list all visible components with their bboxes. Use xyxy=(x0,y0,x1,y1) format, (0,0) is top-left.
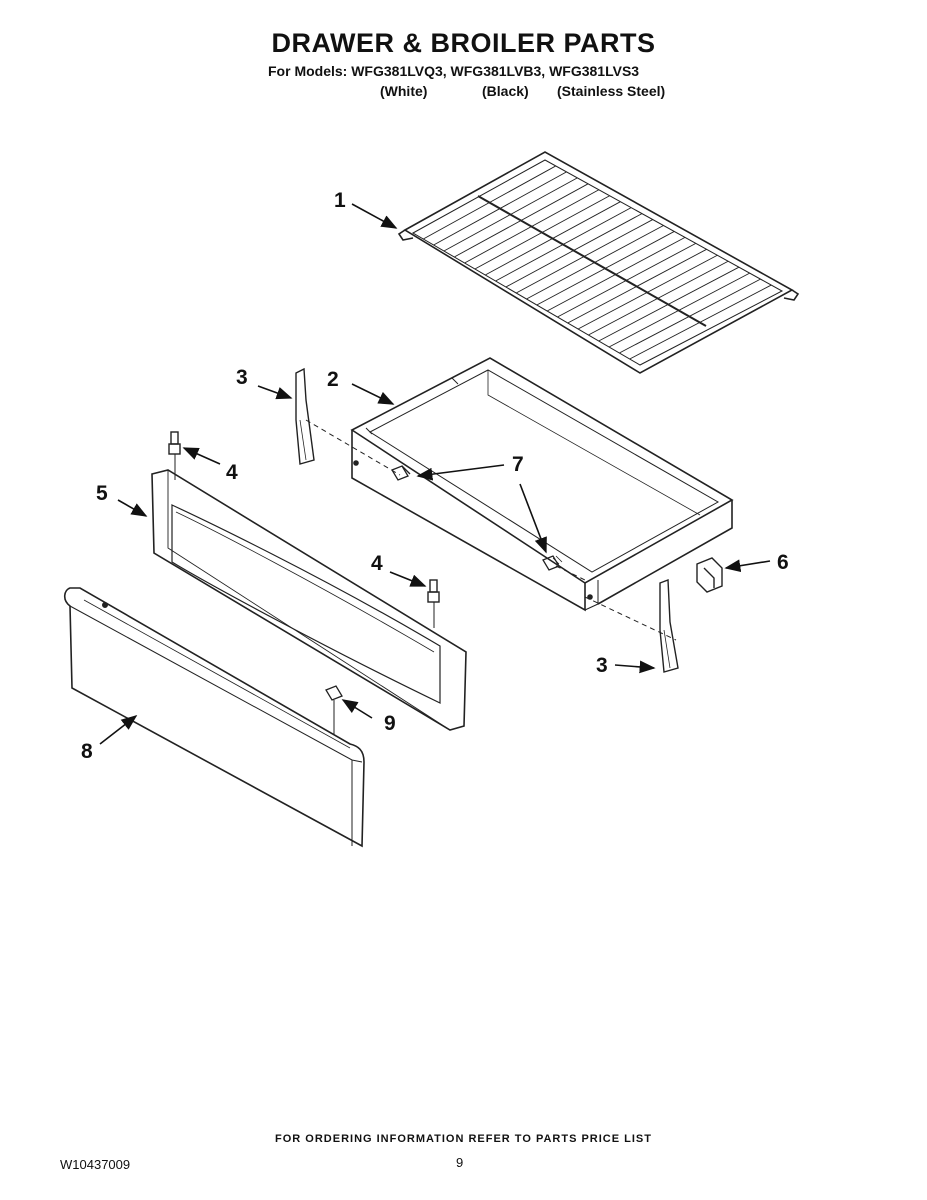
callout-7: 7 xyxy=(512,453,524,476)
callout-4-upper: 4 xyxy=(226,461,238,484)
callout-5: 5 xyxy=(96,482,108,505)
rack-wire xyxy=(557,242,697,318)
rack-wire xyxy=(629,284,772,360)
callout-1: 1 xyxy=(334,189,346,212)
rack-wire xyxy=(598,266,740,342)
rack-wire xyxy=(485,201,621,276)
callout-4-lower: 4 xyxy=(371,552,383,575)
stud-upper xyxy=(168,431,181,480)
rack-wire xyxy=(474,195,610,270)
ordering-note: FOR ORDERING INFORMATION REFER TO PARTS … xyxy=(275,1133,652,1145)
rack-wire xyxy=(515,219,653,294)
models-line: For Models: WFG381LVQ3, WFG381LVB3, WFG3… xyxy=(268,63,640,79)
rack-wire xyxy=(433,171,567,246)
drawer-panel xyxy=(63,587,365,848)
variant-stainless: (Stainless Steel) xyxy=(557,83,666,99)
callout-2: 2 xyxy=(327,368,339,391)
callout-9: 9 xyxy=(384,712,396,735)
panel-screw xyxy=(325,685,343,734)
variant-black: (Black) xyxy=(482,83,529,99)
rack-wire xyxy=(526,225,664,300)
rack-wire xyxy=(546,237,686,312)
rack-wire xyxy=(495,207,632,282)
rack-wire xyxy=(505,213,643,288)
drawer-slide-left xyxy=(295,367,315,465)
oven-rack xyxy=(397,151,800,374)
rack-wire xyxy=(619,278,761,354)
stud-lower xyxy=(427,579,440,628)
screw-lower xyxy=(542,555,563,571)
clip xyxy=(696,557,723,593)
rack-wire xyxy=(464,189,600,264)
rack-wire xyxy=(536,231,675,306)
drawer-front-frame xyxy=(151,469,467,731)
leader-arrows xyxy=(99,203,771,745)
rack-wire xyxy=(443,177,578,252)
rack-wire xyxy=(567,248,707,324)
page-title: DRAWER & BROILER PARTS xyxy=(271,28,656,58)
callout-3-left: 3 xyxy=(236,366,248,389)
document-number: W10437009 xyxy=(60,1157,131,1172)
rack-wire xyxy=(423,165,556,240)
drawer-slide-right xyxy=(659,579,679,673)
variant-white: (White) xyxy=(380,83,428,99)
drawer-pan xyxy=(350,357,734,612)
rack-wire xyxy=(577,254,718,330)
callout-6: 6 xyxy=(777,551,789,574)
screw-upper xyxy=(391,465,411,481)
callout-8: 8 xyxy=(81,740,93,763)
rack-wire xyxy=(608,272,750,348)
rack-wire xyxy=(454,183,589,258)
callout-3-right: 3 xyxy=(596,654,608,677)
rack-wire xyxy=(588,260,729,336)
page-number: 9 xyxy=(456,1155,464,1170)
assembly-lines xyxy=(305,419,677,641)
